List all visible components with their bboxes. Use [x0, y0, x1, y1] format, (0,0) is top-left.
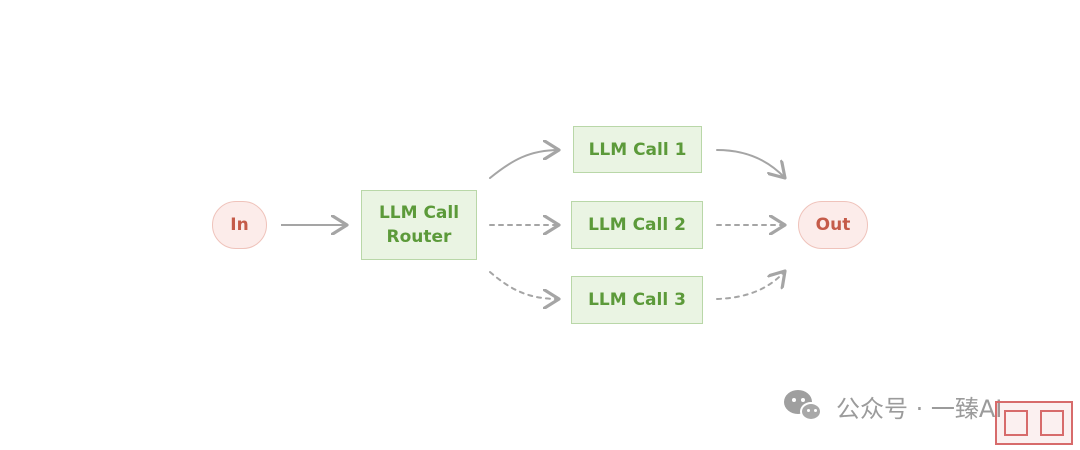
arrow-call1-to-out: [716, 149, 785, 178]
wechat-icon: [782, 388, 826, 424]
node-llm-call-2: LLM Call 2: [571, 201, 703, 249]
node-llm-call-1: LLM Call 1: [573, 126, 702, 173]
seal-stamp-icon: [995, 401, 1073, 445]
watermark: 公众号 · 一臻AI: [782, 388, 1002, 424]
arrow-router-to-call3: [489, 271, 559, 299]
arrow-call3-to-out: [716, 271, 785, 300]
node-in: In: [212, 201, 267, 249]
node-out: Out: [798, 201, 868, 249]
arrow-router-to-call1: [489, 150, 559, 179]
watermark-text: 公众号 · 一臻AI: [836, 394, 1003, 423]
node-router: LLM Call Router: [361, 190, 477, 260]
node-llm-call-3: LLM Call 3: [571, 276, 703, 324]
